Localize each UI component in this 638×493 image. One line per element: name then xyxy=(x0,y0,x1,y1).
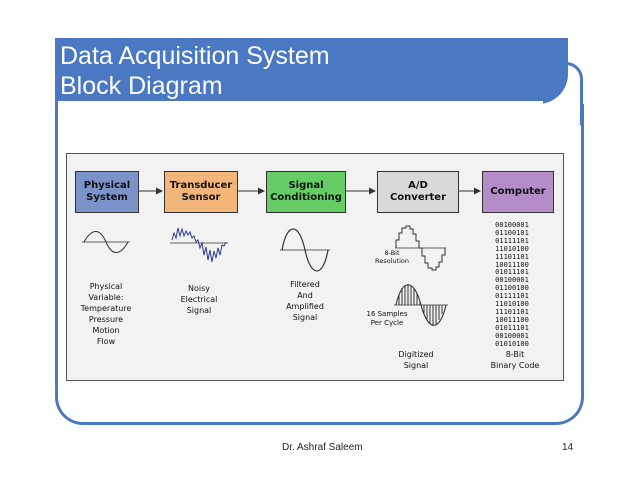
sampled-wave-icon xyxy=(394,284,448,326)
block-label: Sensor xyxy=(181,192,221,203)
slide-frame-corner xyxy=(566,62,583,125)
block-label: Conditioning xyxy=(270,192,342,203)
caption-digitized: Digitized Signal xyxy=(398,350,434,370)
caption-binary-code: 8-Bit Binary Code xyxy=(490,350,540,370)
caption-physical-variable: Physical Variable: Temperature Pressure … xyxy=(80,282,132,346)
slide-title: Data Acquisition System Block Diagram xyxy=(60,41,330,101)
title-underline xyxy=(58,101,543,104)
block-label: Converter xyxy=(389,192,447,203)
block-label: Transducer xyxy=(169,180,233,191)
noisy-wave-icon xyxy=(170,227,228,263)
physical-wave-icon xyxy=(82,231,130,253)
block-ad-converter: A/D Converter xyxy=(377,171,459,213)
block-label: Computer xyxy=(490,186,546,197)
title-line-2: Block Diagram xyxy=(60,72,223,100)
caption-samples: 16 Samples Per Cycle xyxy=(366,310,408,327)
title-line-1: Data Acquisition System xyxy=(60,42,330,70)
footer-author: Dr. Ashraf Saleem xyxy=(282,442,363,453)
staircase-wave-icon xyxy=(395,225,446,271)
block-label: System xyxy=(86,192,128,203)
caption-noisy-signal: Noisy Electrical Signal xyxy=(180,284,218,315)
block-physical-system: Physical System xyxy=(75,171,139,213)
block-label: A/D xyxy=(408,180,428,191)
block-label: Signal xyxy=(288,180,324,191)
filtered-wave-icon xyxy=(280,228,330,272)
block-transducer-sensor: Transducer Sensor xyxy=(164,171,238,213)
title-banner xyxy=(55,38,568,104)
block-computer: Computer xyxy=(482,171,554,213)
block-label: Physical xyxy=(83,180,131,191)
caption-filtered-signal: Filtered And Amplified Signal xyxy=(286,280,324,322)
binary-code-list: 00100001 01100101 01111101 11010100 1110… xyxy=(495,221,529,348)
caption-resolution: 8-Bit Resolution xyxy=(375,249,409,265)
page-number: 14 xyxy=(562,442,574,453)
slide-frame xyxy=(55,104,584,425)
block-signal-conditioning: Signal Conditioning xyxy=(266,171,346,213)
